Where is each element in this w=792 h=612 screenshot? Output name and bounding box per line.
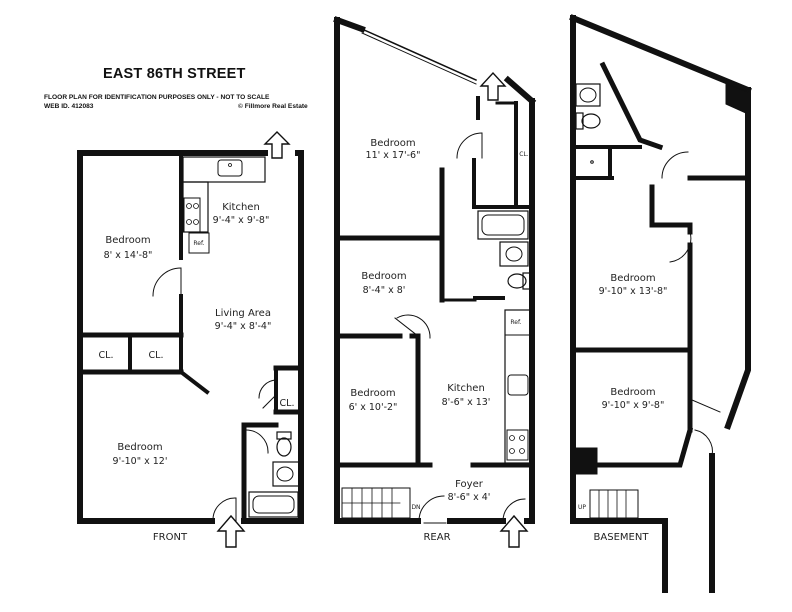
basement-up-label: UP xyxy=(578,504,586,511)
rear-kitchen-name: Kitchen xyxy=(447,383,485,394)
rear-bedroom1-name: Bedroom xyxy=(370,138,415,149)
copyright: © Fillmore Real Estate xyxy=(238,103,308,110)
front-bedroom1-name: Bedroom xyxy=(105,235,150,246)
front-kitchen-name: Kitchen xyxy=(222,202,260,213)
rear-caption: REAR xyxy=(423,532,450,543)
web-id: WEB ID. 412083 xyxy=(44,103,94,110)
rear-bedroom1-dims: 11' x 17'-6" xyxy=(366,150,421,161)
rear-bedroom2-dims: 8'-4" x 8' xyxy=(363,285,406,296)
rear-ref-label: Ref. xyxy=(510,319,521,326)
front-bedroom2-dims: 9'-10" x 12' xyxy=(113,456,168,467)
rear-bedroom2-name: Bedroom xyxy=(361,271,406,282)
rear-labels: Bedroom 11' x 17'-6" Bedroom 8'-4" x 8' … xyxy=(349,138,529,543)
plan-title: EAST 86TH STREET xyxy=(103,66,246,82)
front-closet-1: CL. xyxy=(99,350,114,361)
plan-subtitle: FLOOR PLAN FOR IDENTIFICATION PURPOSES O… xyxy=(44,94,270,101)
front-ref-label: Ref. xyxy=(193,240,204,247)
rear-bedroom3-name: Bedroom xyxy=(350,388,395,399)
basement-caption: BASEMENT xyxy=(594,532,650,543)
basement-unit xyxy=(569,14,752,593)
front-bedroom1-dims: 8' x 14'-8" xyxy=(104,250,153,261)
basement-labels: Bedroom 9'-10" x 13'-8" Bedroom 9'-10" x… xyxy=(578,273,667,543)
rear-closet-label: CL. xyxy=(519,151,529,158)
basement-bedroom1-name: Bedroom xyxy=(610,273,655,284)
rear-foyer-name: Foyer xyxy=(455,479,484,490)
front-caption: FRONT xyxy=(153,532,188,543)
front-living-dims: 9'-4" x 8'-4" xyxy=(215,321,272,332)
rear-unit xyxy=(333,16,537,548)
front-bedroom2-name: Bedroom xyxy=(117,442,162,453)
front-closet-2: CL. xyxy=(149,350,164,361)
front-unit xyxy=(77,131,304,548)
rear-bedroom3-dims: 6' x 10'-2" xyxy=(349,402,398,413)
front-kitchen-dims: 9'-4" x 9'-8" xyxy=(213,215,270,226)
front-closet-3: CL. xyxy=(280,398,295,409)
rear-down-label: DN xyxy=(411,504,420,511)
front-living-name: Living Area xyxy=(215,308,271,319)
rear-kitchen-dims: 8'-6" x 13' xyxy=(442,397,491,408)
front-labels: Bedroom 8' x 14'-8" Kitchen 9'-4" x 9'-8… xyxy=(99,202,295,543)
rear-foyer-dims: 8'-6" x 4' xyxy=(448,492,491,503)
basement-bedroom2-dims: 9'-10" x 9'-8" xyxy=(602,400,665,411)
basement-bedroom1-dims: 9'-10" x 13'-8" xyxy=(599,286,668,297)
basement-bedroom2-name: Bedroom xyxy=(610,387,655,398)
